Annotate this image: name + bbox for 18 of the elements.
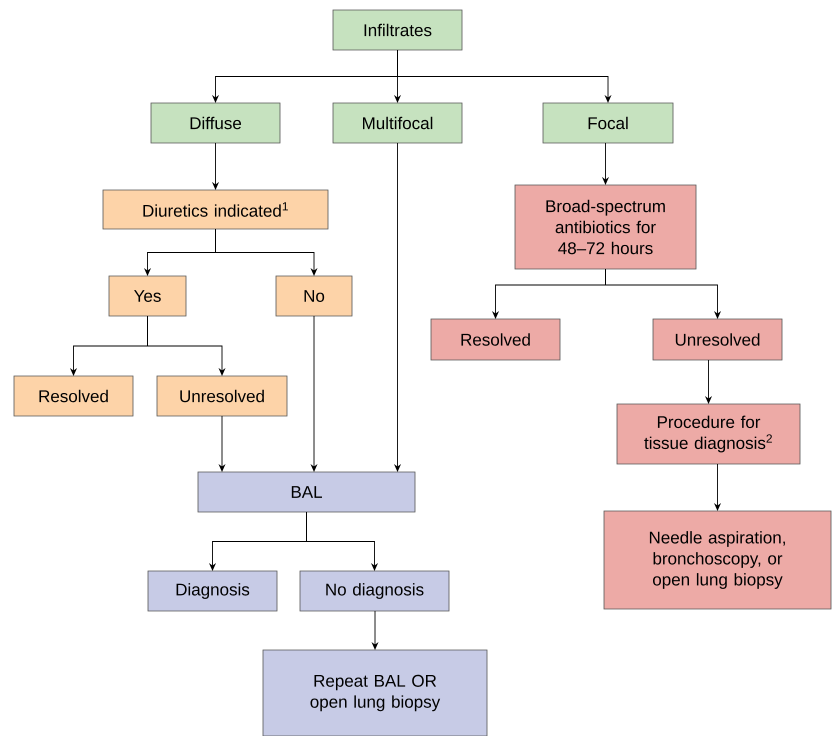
flowchart-box: Broad-spectrum antibiotics for 48–72 hours — [514, 184, 696, 270]
flowchart-box: Needle aspiration, bronchoscopy, or open lung biopsy — [604, 510, 832, 610]
flowchart-box: Unresolved — [156, 376, 288, 416]
flowchart-box: Unresolved — [652, 318, 782, 360]
flowchart-box: Procedure for tissue diagnosis$^{2}$ — [616, 404, 800, 464]
flowchart-box: BAL — [198, 472, 416, 512]
flowchart-box: Diuretics indicated$^{1}$ — [102, 190, 328, 230]
flowchart-box: Resolved — [430, 318, 560, 360]
flowchart-box: No — [276, 276, 352, 316]
flowchart-box: No diagnosis — [300, 570, 450, 612]
flowchart-box: Diffuse — [150, 102, 280, 144]
flowchart-box: Diagnosis — [148, 570, 278, 612]
flowchart-box: Resolved — [14, 376, 134, 416]
flowchart-box: Repeat BAL OR open lung biopsy — [262, 650, 488, 736]
flowchart-box: Yes — [108, 276, 186, 316]
flowchart-box: Infiltrates — [332, 10, 462, 50]
flowchart-box: Multifocal — [332, 102, 462, 144]
flowchart-box: Focal — [542, 102, 674, 144]
